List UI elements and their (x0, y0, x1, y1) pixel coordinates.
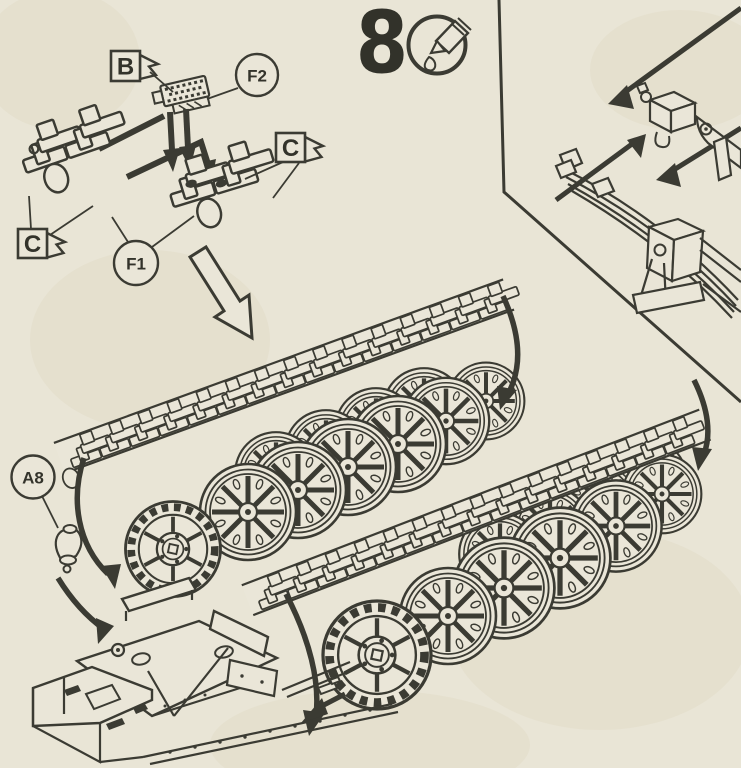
drive-sprocket-right (323, 601, 431, 709)
flag-label-c-left: C (16, 195, 94, 260)
hull-rear-plate (225, 658, 279, 698)
curved-arrow-right-track2 (691, 378, 712, 471)
upper-track-run (53, 276, 524, 489)
curved-arrow-a8-to-hull (55, 576, 114, 644)
curved-arrow-left-track1 (74, 457, 121, 589)
track-end-right-part (160, 133, 280, 229)
leaf-spring-assembly (554, 5, 741, 319)
track-end-assembly: B F2 C C F1 (11, 49, 327, 287)
part-label-a8: A8 (10, 454, 59, 529)
big-down-arrow-icon (187, 244, 254, 341)
part-label-f2: F2 (206, 52, 280, 100)
glue-icon (406, 14, 472, 76)
svg-text:C: C (282, 135, 299, 162)
flag-label-c-right: C (244, 131, 327, 199)
svg-text:F2: F2 (247, 67, 267, 86)
step-header: 8 (356, 0, 472, 94)
svg-text:F1: F1 (126, 255, 146, 274)
adjacent-step-panel (497, 0, 741, 404)
track-end-left-part (11, 96, 131, 194)
axle-pin-arrow (301, 675, 347, 723)
part-label-f1: F1 (111, 215, 195, 287)
svg-text:B: B (117, 54, 134, 81)
hull-tub (31, 576, 399, 766)
lower-track-run (241, 408, 712, 617)
panel-border (497, 0, 741, 404)
flag-label-b: B (109, 49, 174, 93)
step-number: 8 (356, 0, 409, 94)
svg-text:A8: A8 (22, 469, 44, 488)
track-pad-part (151, 74, 211, 115)
svg-text:C: C (24, 231, 41, 258)
bump-stop-part (54, 524, 83, 574)
curved-arrow-right-track1 (497, 294, 521, 410)
